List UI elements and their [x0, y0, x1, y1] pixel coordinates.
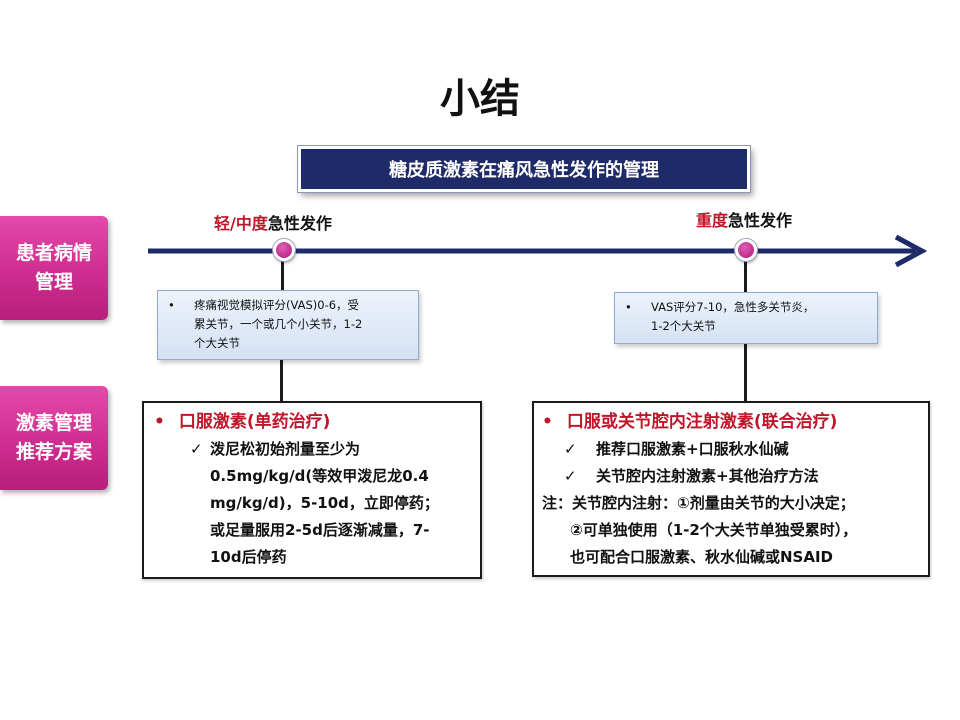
recommendation-box-severe: • 口服或关节腔内注射激素(联合治疗) ✓ 推荐口服激素+口服秋水仙碱 ✓ 关节腔内注…: [532, 401, 930, 577]
recommendation-line: 或足量服用2-5d后逐渐减量，7-: [210, 521, 430, 539]
stage-label-mild-severity: 轻/中度: [214, 214, 268, 233]
stage-label-severe-severity: 重度: [696, 211, 729, 230]
note-line: ②可单独使用（1-2个大关节单独受累时），: [570, 521, 858, 539]
check-icon: ✓: [564, 440, 577, 458]
timeline-marker-severe: [735, 239, 757, 261]
page-title: 小结: [440, 76, 520, 122]
info-box-severe: • VAS评分7-10，急性多关节炎， 1-2个大关节: [614, 292, 878, 344]
note-line: 也可配合口服激素、秋水仙碱或NSAID: [570, 548, 833, 566]
check-icon: ✓: [564, 467, 577, 485]
side-tab-line: 管理: [34, 271, 73, 293]
recommendation-heading-text: 口服激素(单药治疗): [178, 412, 331, 432]
info-line: 1-2个大关节: [651, 318, 716, 333]
bullet-icon: •: [168, 298, 175, 312]
recommendation-line: 10d后停药: [210, 548, 287, 566]
stage-label-mild: 轻/中度急性发作: [214, 210, 332, 234]
timeline-marker-mild: [273, 239, 295, 261]
recommendation-box-mild: • 口服激素(单药治疗) ✓ 泼尼松初始剂量至少为 0.5mg/kg/d(等效甲泼尼…: [142, 401, 482, 579]
recommendation-item: ✓ 关节腔内注射激素+其他治疗方法: [542, 463, 922, 490]
info-line: 累关节，一个或几个小关节，1-2: [194, 316, 363, 331]
recommendation-detail: ✓ 泼尼松初始剂量至少为 0.5mg/kg/d(等效甲泼尼龙0.4 mg/kg/d…: [154, 436, 470, 571]
side-tab-patient-management: 患者病情 管理: [0, 216, 108, 320]
bullet-icon: •: [625, 300, 632, 314]
connector-line-severe-top: [744, 258, 747, 292]
timeline-arrow: [148, 234, 928, 268]
side-tab-line: 激素管理: [15, 411, 92, 434]
stage-label-severe-text: 急性发作: [728, 211, 793, 230]
section-banner: 糖皮质激素在痛风急性发作的管理: [298, 146, 750, 192]
recommendation-line: mg/kg/d)，5-10d，立即停药；: [210, 494, 439, 512]
connector-line-mild-top: [281, 258, 284, 292]
side-tab-line: 患者病情: [15, 241, 92, 264]
connector-line-mild-bottom: [280, 358, 283, 404]
note-line: 注：关节腔内注射：①剂量由关节的大小决定；: [542, 494, 855, 512]
recommendation-heading: • 口服激素(单药治疗): [154, 409, 470, 436]
info-line: 疼痛视觉模拟评分(VAS)0-6，受: [194, 298, 360, 312]
recommendation-heading: • 口服或关节腔内注射激素(联合治疗): [542, 409, 922, 436]
recommendation-line: 0.5mg/kg/d(等效甲泼尼龙0.4: [210, 467, 429, 485]
recommendation-item-text: 推荐口服激素+口服秋水仙碱: [596, 440, 789, 458]
side-tab-hormone-plan: 激素管理 推荐方案: [0, 386, 108, 490]
info-box-mild: • 疼痛视觉模拟评分(VAS)0-6，受 累关节，一个或几个小关节，1-2 个大…: [157, 290, 419, 360]
info-line: VAS评分7-10，急性多关节炎，: [651, 300, 815, 314]
connector-line-severe-bottom: [744, 342, 747, 404]
stage-label-severe: 重度急性发作: [696, 207, 792, 231]
bullet-icon: •: [542, 412, 553, 432]
recommendation-item-text: 关节腔内注射激素+其他治疗方法: [596, 467, 819, 485]
recommendation-line: 泼尼松初始剂量至少为: [210, 440, 361, 458]
check-icon: ✓: [190, 440, 203, 458]
side-tab-line: 推荐方案: [15, 441, 92, 463]
recommendation-heading-text: 口服或关节腔内注射激素(联合治疗): [566, 412, 838, 432]
stage-label-mild-text: 急性发作: [267, 214, 332, 233]
bullet-icon: •: [154, 412, 165, 432]
recommendation-item: ✓ 推荐口服激素+口服秋水仙碱: [542, 436, 922, 463]
info-line: 个大关节: [194, 335, 240, 350]
